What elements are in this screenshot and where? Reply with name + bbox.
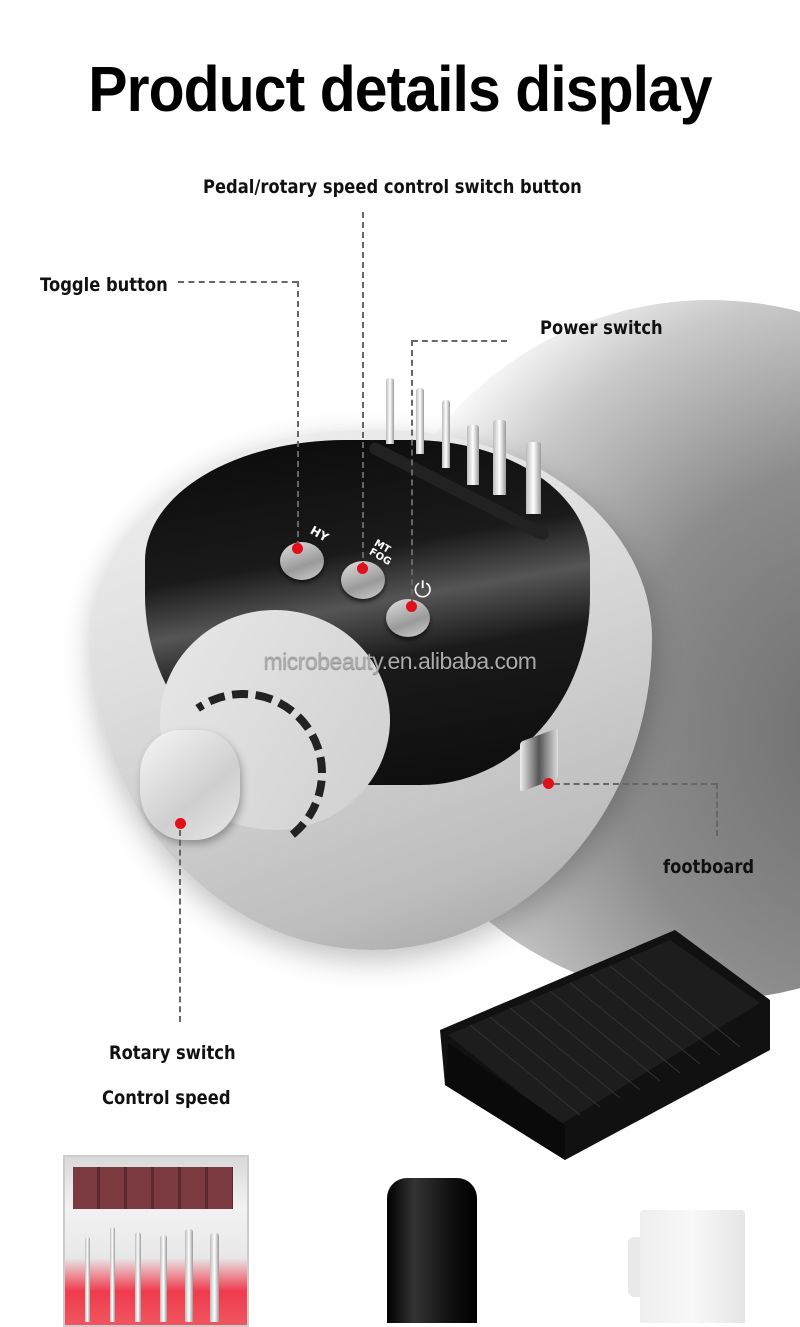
drill-bit-icon — [185, 1229, 193, 1322]
drill-bit-case-image — [63, 1155, 249, 1327]
power-icon: ⏻ — [414, 578, 432, 603]
drill-bit-icon — [442, 400, 450, 468]
leader-line — [179, 830, 181, 1022]
drill-bit-icon — [386, 378, 394, 444]
marker-dot — [406, 601, 417, 612]
drill-bit-icon — [160, 1235, 167, 1322]
drill-bit-icon — [110, 1227, 115, 1322]
leader-line — [554, 783, 717, 785]
drill-bit-icon — [416, 388, 424, 454]
drill-bit-icon — [493, 420, 506, 495]
marker-dot — [543, 778, 554, 789]
drill-bit-icon — [210, 1233, 219, 1322]
drill-bit-icon — [135, 1232, 141, 1322]
sanding-bands — [73, 1167, 233, 1209]
callout-pedal-rotary-switch: Pedal/rotary speed control switch button — [203, 176, 582, 198]
watermark: microbeauty.en.alibaba.com — [263, 648, 537, 674]
leader-line — [412, 340, 507, 342]
callout-footboard: footboard — [663, 856, 755, 878]
marker-dot — [357, 563, 368, 574]
callout-power-switch: Power switch — [540, 317, 663, 339]
page-title: Product details display — [88, 53, 712, 125]
drill-bit-icon — [526, 442, 541, 514]
leader-line — [297, 281, 299, 547]
leader-line — [362, 212, 364, 568]
callout-toggle-button: Toggle button — [40, 274, 168, 296]
marker-dot — [292, 543, 303, 554]
callout-control-speed: Control speed — [102, 1087, 231, 1109]
drill-bit-icon — [467, 425, 479, 485]
drill-bit-icon — [85, 1237, 90, 1322]
handpiece-holder-image — [387, 1178, 477, 1323]
foot-pedal-image — [440, 930, 770, 1160]
rotary-speed-knob[interactable] — [140, 730, 240, 840]
callout-rotary-switch: Rotary switch — [109, 1042, 236, 1064]
leader-line — [178, 281, 298, 283]
marker-dot — [175, 818, 186, 829]
leader-line — [411, 340, 413, 605]
dust-cup-image — [640, 1210, 745, 1323]
leader-line — [716, 783, 718, 836]
